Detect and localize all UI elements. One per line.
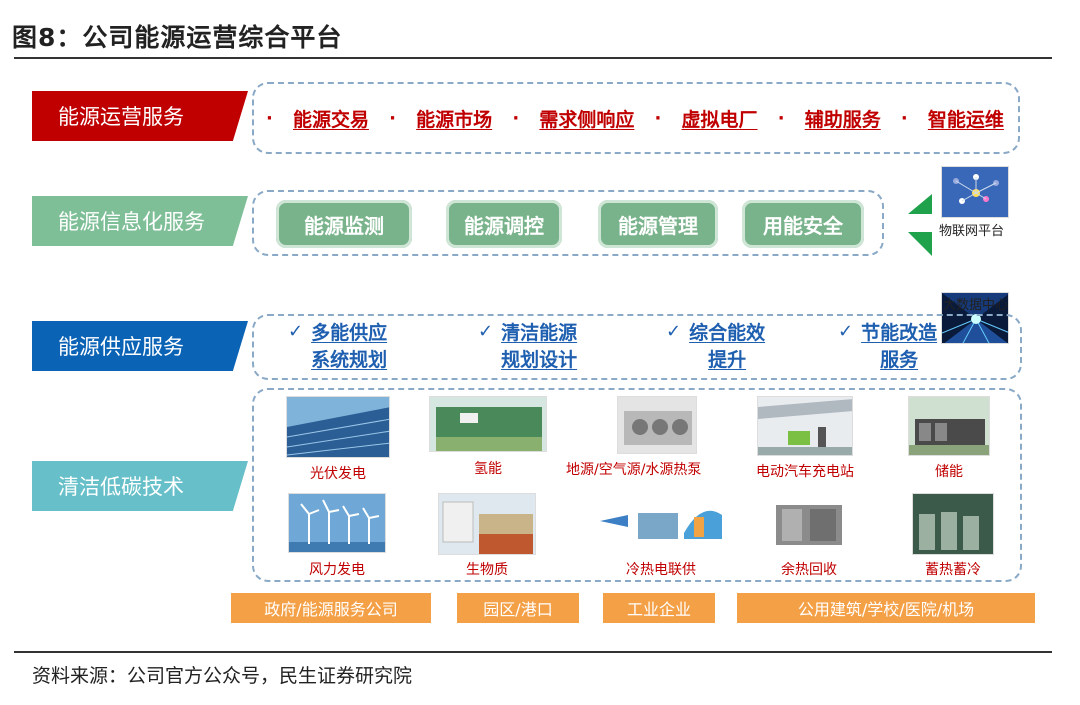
customer-park-port: 园区/港口: [457, 593, 579, 623]
supply-efficiency: ✓ 综合能效提升: [666, 321, 766, 371]
supply-clean-energy: ✓ 清洁能源规划设计: [478, 321, 578, 371]
service-virtual-power-plant: 虚拟电厂: [681, 108, 758, 131]
supply-services-box: [252, 314, 1022, 380]
service-energy-trading: 能源交易: [293, 108, 370, 131]
bullet: ·: [900, 107, 908, 129]
supply-multi-energy: ✓ 多能供应系统规划: [288, 321, 388, 371]
hydrogen-image: [429, 396, 547, 452]
bottom-rule: [14, 651, 1052, 653]
biomass-image: [438, 493, 536, 555]
operation-services-box: · 能源交易 · 能源市场 · 需求侧响应 · 虚拟电厂 · 辅助服务 · 智能…: [252, 82, 1020, 154]
check-icon: ✓: [838, 321, 854, 342]
category-info: 能源信息化服务: [32, 196, 248, 246]
check-icon: ✓: [478, 321, 494, 342]
big-data-center-image: [941, 292, 1009, 344]
bullet: ·: [654, 107, 662, 129]
category-tech: 清洁低碳技术: [32, 461, 248, 511]
check-icon: ✓: [666, 321, 682, 342]
customer-public-buildings: 公用建筑/学校/医院/机场: [737, 593, 1035, 623]
info-management: 能源管理: [598, 200, 718, 248]
service-energy-market: 能源市场: [416, 108, 493, 131]
info-monitoring: 能源监测: [276, 200, 412, 248]
tech-pv: 光伏发电: [286, 396, 390, 483]
top-rule: [14, 57, 1052, 59]
figure-title: 图8：公司能源运营综合平台: [12, 23, 343, 52]
info-services-box: [252, 190, 884, 256]
customer-government: 政府/能源服务公司: [231, 593, 431, 623]
iot-platform-label: 物联网平台: [939, 224, 1005, 239]
service-smart-om: 智能运维: [927, 108, 1004, 131]
bullet: ·: [266, 107, 273, 129]
source-note: 资料来源：公司官方公众号，民生证券研究院: [32, 665, 413, 687]
wind-image: [288, 493, 386, 553]
category-supply: 能源供应服务: [32, 321, 248, 371]
arrow-icon: [908, 194, 932, 256]
tech-ev-charging: 电动汽车充电站: [756, 396, 854, 481]
bullet: ·: [777, 107, 785, 129]
tech-biomass: 生物质: [438, 493, 536, 579]
storage-image: [908, 396, 990, 456]
check-icon: ✓: [288, 321, 304, 342]
info-safety: 用能安全: [742, 200, 864, 248]
bullet: ·: [512, 107, 520, 129]
tech-thermal-storage: 蓄热蓄冷: [912, 493, 994, 579]
ev-charging-image: [757, 396, 853, 456]
cchp-image: [598, 493, 724, 553]
category-operation: 能源运营服务: [32, 91, 248, 141]
info-control: 能源调控: [446, 200, 562, 248]
tech-box: [252, 388, 1022, 582]
customer-industrial: 工业企业: [603, 593, 715, 623]
pv-image: [286, 396, 390, 458]
tech-hydrogen: 氢能: [429, 396, 547, 478]
tech-wind: 风力发电: [288, 493, 386, 579]
tech-cchp: 冷热电联供: [598, 493, 724, 579]
iot-platform-image: [941, 166, 1009, 218]
supply-retrofit: ✓ 节能改造服务: [838, 321, 938, 371]
heat-pump-image: [616, 396, 697, 454]
service-demand-response: 需求侧响应: [539, 108, 635, 131]
thermal-storage-image: [912, 493, 994, 555]
waste-heat-image: [766, 493, 852, 555]
service-ancillary: 辅助服务: [804, 108, 881, 131]
tech-waste-heat: 余热回收: [766, 493, 852, 579]
big-data-center-label: 大数据中心: [943, 298, 1009, 313]
bullet: ·: [389, 107, 397, 129]
tech-heat-pump: 地源/空气源/水源热泵: [566, 396, 701, 479]
tech-storage: 储能: [908, 396, 990, 481]
